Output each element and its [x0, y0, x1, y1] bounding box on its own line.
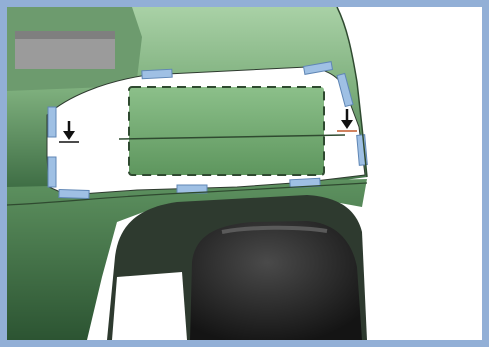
tire — [190, 221, 362, 340]
ground — [112, 272, 187, 340]
side-window-shade — [15, 31, 115, 39]
car-masking-illustration — [7, 7, 482, 340]
repair-patch — [129, 87, 324, 175]
